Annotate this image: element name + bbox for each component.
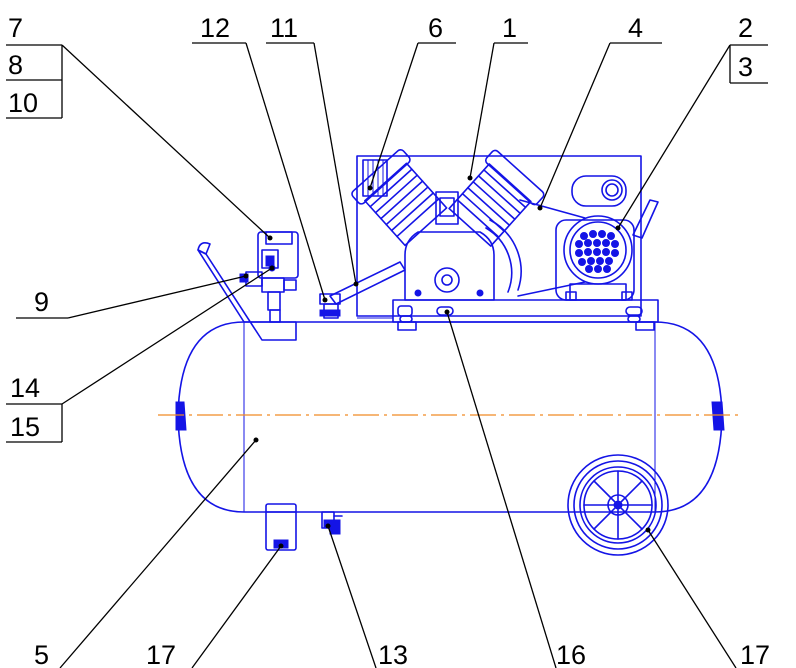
callout-3: 3 bbox=[738, 52, 753, 82]
callout-17-right: 17 bbox=[740, 640, 770, 668]
callout-10: 10 bbox=[8, 88, 38, 118]
callout-5: 5 bbox=[34, 640, 49, 668]
wheel-spokes bbox=[583, 470, 653, 540]
callout-12: 12 bbox=[200, 13, 230, 43]
tank-handle bbox=[197, 242, 297, 341]
callout-4: 4 bbox=[628, 13, 643, 43]
motor-fan-grille bbox=[575, 230, 619, 273]
electric-motor bbox=[555, 175, 659, 301]
callout-14: 14 bbox=[10, 373, 40, 403]
wheel bbox=[567, 454, 669, 556]
belt-guard bbox=[356, 155, 642, 319]
callout-6: 6 bbox=[428, 13, 443, 43]
callout-9: 9 bbox=[34, 287, 49, 317]
discharge-pipe bbox=[319, 261, 406, 319]
pressure-switch bbox=[239, 231, 299, 323]
callout-15: 15 bbox=[10, 412, 40, 442]
callout-11: 11 bbox=[270, 13, 298, 43]
callout-16: 16 bbox=[556, 640, 586, 668]
callout-13: 13 bbox=[378, 640, 408, 668]
condensate-separator bbox=[265, 503, 297, 551]
callout-2: 2 bbox=[738, 13, 753, 43]
leader-lines bbox=[6, 42, 768, 668]
drain-valve bbox=[321, 511, 343, 535]
callout-17-left: 17 bbox=[146, 640, 176, 668]
compressor-head bbox=[351, 148, 545, 301]
callout-labels: 7 8 10 12 11 6 1 4 2 3 9 14 15 5 17 13 1… bbox=[8, 13, 770, 668]
callout-7: 7 bbox=[8, 13, 23, 43]
receiver-tank bbox=[175, 321, 725, 513]
callout-1: 1 bbox=[502, 13, 517, 43]
drive-belt bbox=[517, 199, 586, 297]
compressor-base-plate bbox=[392, 299, 659, 331]
callout-8: 8 bbox=[8, 50, 23, 80]
